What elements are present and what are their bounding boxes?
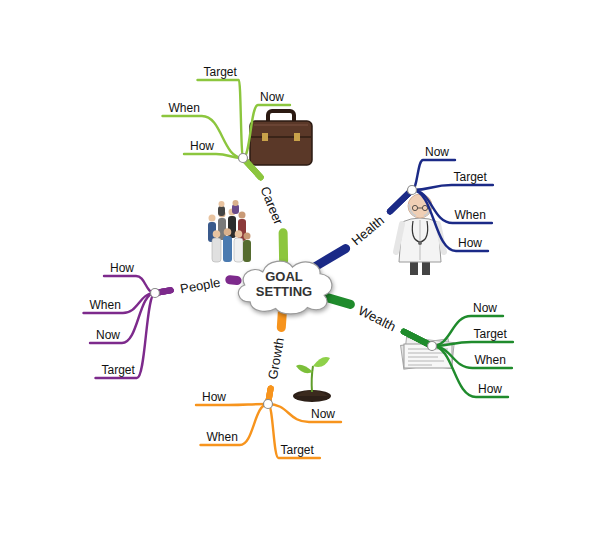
fork-bead	[408, 186, 417, 195]
fork-bead	[239, 154, 248, 163]
twig-layer	[84, 80, 513, 458]
branch-connector	[163, 116, 261, 177]
fork-bead	[428, 342, 437, 351]
fork-bead	[151, 289, 160, 298]
branch-connector	[230, 279, 237, 281]
leaf-word: Target	[474, 327, 507, 341]
branch-name: Growth	[265, 336, 287, 380]
leaf-word: How	[190, 139, 214, 153]
trunk-layer	[230, 233, 351, 328]
branch-label: Health	[348, 212, 388, 249]
branch-label: People	[178, 274, 222, 296]
branch-connector	[104, 276, 171, 293]
branch-label: Growth	[265, 335, 287, 381]
branch-connector	[243, 105, 290, 177]
people-group-illustration	[208, 200, 251, 262]
leaf-label: How	[477, 382, 503, 396]
branch-connector	[283, 233, 285, 261]
branch-connector	[196, 389, 271, 406]
leaf-word: How	[110, 261, 134, 275]
leaf-label: Now	[310, 407, 336, 421]
leaf-label: How	[109, 261, 135, 275]
leaf-label: Target	[473, 327, 508, 341]
plant-illustration	[293, 357, 331, 402]
leaf-word: When	[455, 208, 486, 222]
leaf-label: Now	[95, 328, 121, 342]
branch-connector	[184, 154, 261, 177]
leaf-label: When	[206, 430, 239, 444]
leaf-word: Target	[102, 363, 135, 377]
leaf-word: Now	[311, 407, 335, 421]
branch-name: Wealth	[356, 302, 399, 334]
leaf-label: When	[89, 298, 122, 312]
branch-connector	[390, 190, 492, 223]
branch-connector	[268, 389, 341, 423]
branch-connector	[390, 185, 493, 211]
leaf-label: Now	[472, 301, 498, 315]
leaf-label: Target	[453, 170, 488, 184]
branch-name: Career	[257, 184, 286, 226]
leaf-word: Target	[204, 65, 237, 79]
leaf-word: When	[475, 353, 506, 367]
branch-connector	[326, 297, 351, 304]
leaf-label: Target	[280, 443, 315, 457]
central-cloud: GOAL SETTING	[231, 255, 337, 315]
leaf-word: When	[207, 430, 238, 444]
central-title: GOAL SETTING	[248, 270, 320, 300]
leaf-word: How	[478, 382, 502, 396]
leaf-word: How	[458, 236, 482, 250]
leaf-word: When	[90, 298, 121, 312]
leaf-label: When	[168, 101, 201, 115]
fork-bead	[264, 400, 273, 409]
branch-connector	[404, 332, 508, 397]
leaf-label: How	[189, 139, 215, 153]
leaf-label: When	[474, 353, 507, 367]
leaf-label: How	[457, 236, 483, 250]
leaf-word: Now	[96, 328, 120, 342]
leaf-word: How	[202, 390, 226, 404]
leaf-label: When	[454, 208, 487, 222]
leaf-word: When	[169, 101, 200, 115]
leaf-label: How	[201, 390, 227, 404]
bead-layer	[151, 154, 437, 409]
branch-name: Health	[349, 212, 387, 248]
briefcase-illustration	[250, 111, 312, 165]
branch-connector	[90, 290, 171, 343]
leaf-label: Target	[203, 65, 238, 79]
branch-label: Career	[257, 183, 287, 227]
leaf-word: Now	[260, 90, 284, 104]
cloud-outline	[238, 261, 331, 314]
leaf-word: Target	[454, 170, 487, 184]
branch-connector	[268, 389, 320, 459]
leaf-label: Now	[424, 145, 450, 159]
leaf-word: Now	[425, 145, 449, 159]
branch-label: Wealth	[355, 302, 399, 335]
branch-connector	[201, 389, 271, 446]
leaf-label: Now	[259, 90, 285, 104]
leaf-label: Target	[101, 363, 136, 377]
branch-connector	[390, 190, 488, 251]
leaf-word: Now	[473, 301, 497, 315]
branch-name: People	[179, 274, 221, 296]
branch-connector	[315, 249, 345, 267]
leaf-word: Target	[281, 443, 314, 457]
doctor-illustration	[396, 194, 444, 275]
